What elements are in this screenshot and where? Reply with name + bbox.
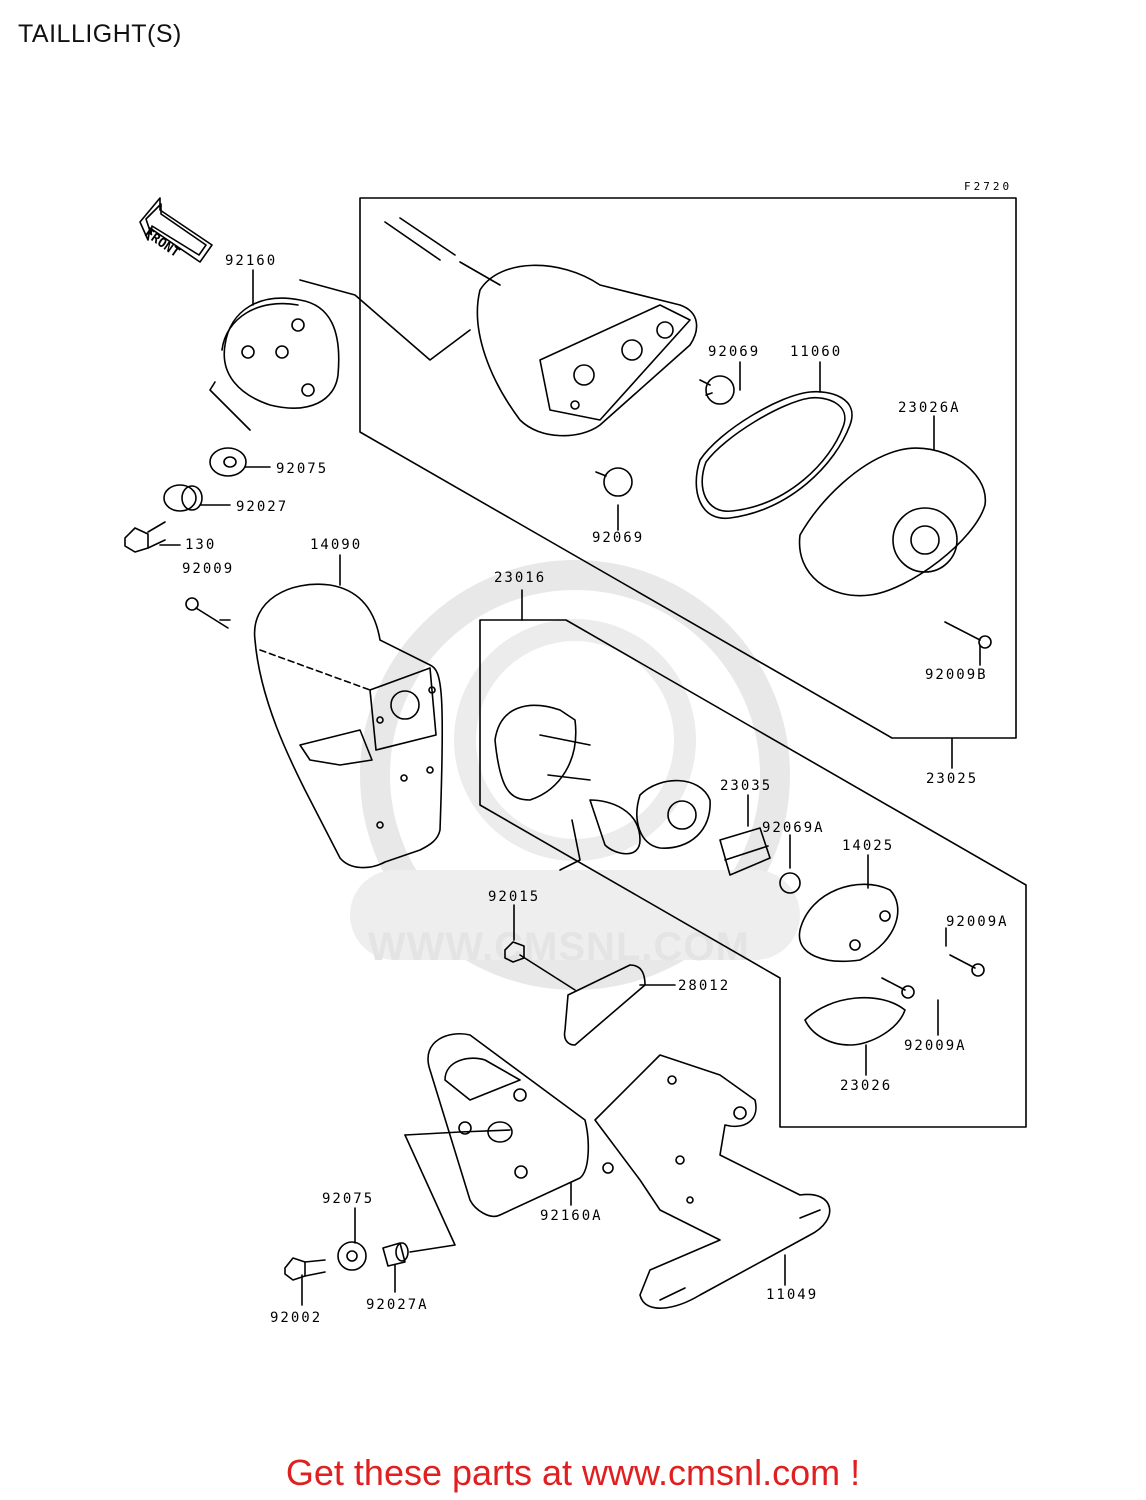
footer-promo-link[interactable]: Get these parts at www.cmsnl.com ! (285, 1452, 861, 1493)
label-23035: 23035 (720, 778, 773, 794)
part-92075-washer (209, 447, 247, 477)
label-92160A: 92160A (540, 1208, 603, 1224)
label-11060: 11060 (790, 344, 843, 360)
label-14025: 14025 (842, 838, 895, 854)
leader-lines (159, 269, 981, 1306)
part-14025-housing (798, 883, 899, 962)
assembly-frame-23025 (359, 197, 1017, 739)
part-11049-bracket (594, 1054, 831, 1309)
part-11060-gasket (695, 390, 853, 519)
label-92009A-2: 92009A (904, 1038, 967, 1054)
watermark-text: WWW.CMSNL.COM (368, 925, 750, 969)
label-23016: 23016 (494, 570, 547, 586)
label-92069-bottom: 92069 (592, 530, 645, 546)
part-130-bolt (124, 521, 166, 553)
front-arrow-icon (139, 197, 213, 263)
label-14090: 14090 (310, 537, 363, 553)
label-92075-bottom: 92075 (322, 1191, 375, 1207)
part-14090-cover (253, 583, 444, 869)
label-23026: 23026 (840, 1078, 893, 1094)
label-92160: 92160 (225, 253, 278, 269)
part-28012-reflector (519, 954, 646, 1046)
label-92009B: 92009B (925, 667, 988, 683)
label-92009A-1: 92009A (946, 914, 1009, 930)
label-92027A: 92027A (366, 1297, 429, 1313)
part-92075-washer-b (337, 1241, 367, 1271)
part-92069A-bulb (779, 872, 801, 894)
part-92009A-screw-2 (881, 977, 915, 999)
label-23026A: 23026A (898, 400, 961, 416)
part-socket-ring (636, 779, 711, 849)
label-28012: 28012 (678, 978, 731, 994)
part-92160A-plate (427, 1033, 590, 1218)
label-92009: 92009 (182, 561, 235, 577)
part-92069-bulb-top (699, 375, 735, 405)
part-92009B-screw (944, 621, 992, 649)
figure-code: F2720 (964, 180, 1013, 193)
part-92015-nut (504, 941, 525, 963)
label-130: 130 (185, 537, 217, 553)
part-92069-bulb-bottom (595, 467, 633, 497)
part-housing-with-wire (384, 217, 698, 437)
label-92069A: 92069A (762, 820, 825, 836)
part-23035-holder (719, 827, 771, 876)
part-92009A-screw-1 (949, 954, 985, 977)
label-92015: 92015 (488, 889, 541, 905)
label-92002: 92002 (270, 1310, 323, 1326)
part-23016-socket-base (494, 704, 641, 871)
assembly-frame-23016 (479, 619, 1027, 1128)
part-92027-collar (163, 484, 203, 512)
part-23026-lens (804, 996, 906, 1046)
part-92009-screw (185, 597, 229, 629)
label-92069-top: 92069 (708, 344, 761, 360)
label-92027: 92027 (236, 499, 289, 515)
label-11049: 11049 (766, 1287, 819, 1303)
part-92160-pad (221, 297, 340, 409)
label-92075: 92075 (276, 461, 329, 477)
part-23026A-lens (798, 447, 986, 597)
part-92027A-collar (382, 1242, 409, 1267)
page-title: TAILLIGHT(S) (18, 20, 182, 48)
label-23025: 23025 (926, 771, 979, 787)
part-92002-bolt (284, 1257, 326, 1281)
